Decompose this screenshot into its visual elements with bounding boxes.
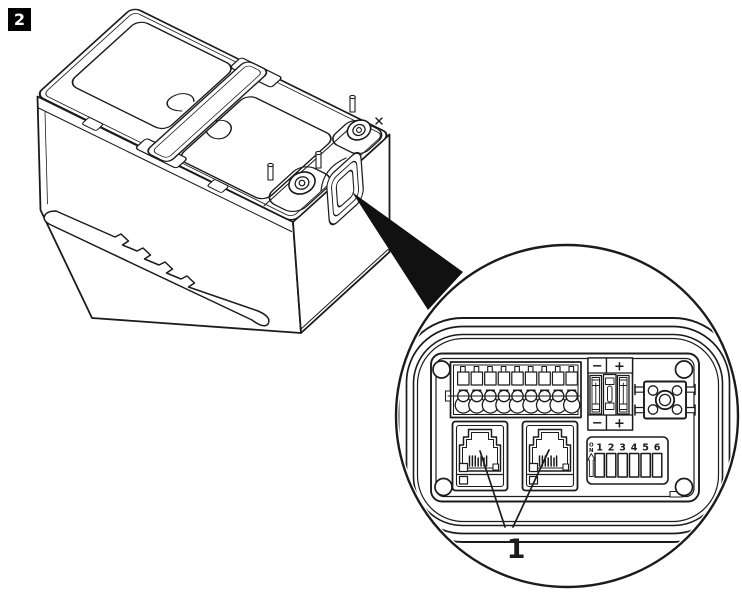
- leader-line-left: [479, 450, 506, 528]
- battery-top-face: [38, 8, 388, 221]
- lid-center-rail: [147, 61, 268, 162]
- terminal-pad-front: [268, 166, 332, 212]
- lid-handle-left: [166, 93, 195, 112]
- fuse-block: − + − +: [587, 357, 634, 431]
- dip-switch: O N 1 2 3 4 5 6: [586, 436, 669, 485]
- dip-on-label: N: [589, 448, 594, 454]
- battery-terminal-front: [288, 171, 316, 195]
- rj45-port-left: [451, 420, 509, 492]
- dip-number-4: 4: [631, 443, 638, 454]
- callout-circle: − + − +: [394, 243, 740, 589]
- lid-handle-right: [205, 119, 232, 140]
- fuse-plus-top-label: +: [614, 359, 625, 374]
- lid-pegs: [267, 94, 356, 181]
- dip-number-6: 6: [654, 443, 661, 454]
- dip-number-2: 2: [608, 443, 615, 454]
- dip-number-3: 3: [619, 443, 626, 454]
- dip-on-label: O: [589, 443, 594, 449]
- corner-screw-top-left: [432, 360, 451, 379]
- part-number-label: 1: [507, 534, 526, 565]
- fuse-minus-bottom-label: −: [592, 416, 603, 431]
- corner-screw-bottom-left: [434, 477, 453, 497]
- fuse-plus-bottom-label: +: [614, 416, 625, 431]
- battery-base-ledge: [43, 210, 270, 327]
- push-button: [634, 380, 696, 420]
- corner-screw-bottom-right: [674, 477, 694, 497]
- battery-illustration: [36, 8, 391, 334]
- connector-recess: [326, 151, 364, 226]
- leader-line-right: [512, 449, 550, 528]
- dip-number-1: 1: [596, 443, 603, 454]
- callout-arrow: [352, 192, 463, 310]
- lid-panel-right: [180, 96, 332, 200]
- battery-terminal-back: [346, 119, 372, 141]
- dip-number-5: 5: [642, 443, 649, 454]
- figure-number-badge: 2: [8, 8, 31, 31]
- rj45-port-right: [521, 420, 579, 492]
- lid-panel-left: [71, 21, 232, 130]
- corner-screw-top-right: [674, 360, 694, 379]
- terminal-block: [444, 361, 582, 419]
- terminal-polarity-mark: [375, 117, 383, 125]
- fuse-minus-top-label: −: [592, 359, 603, 374]
